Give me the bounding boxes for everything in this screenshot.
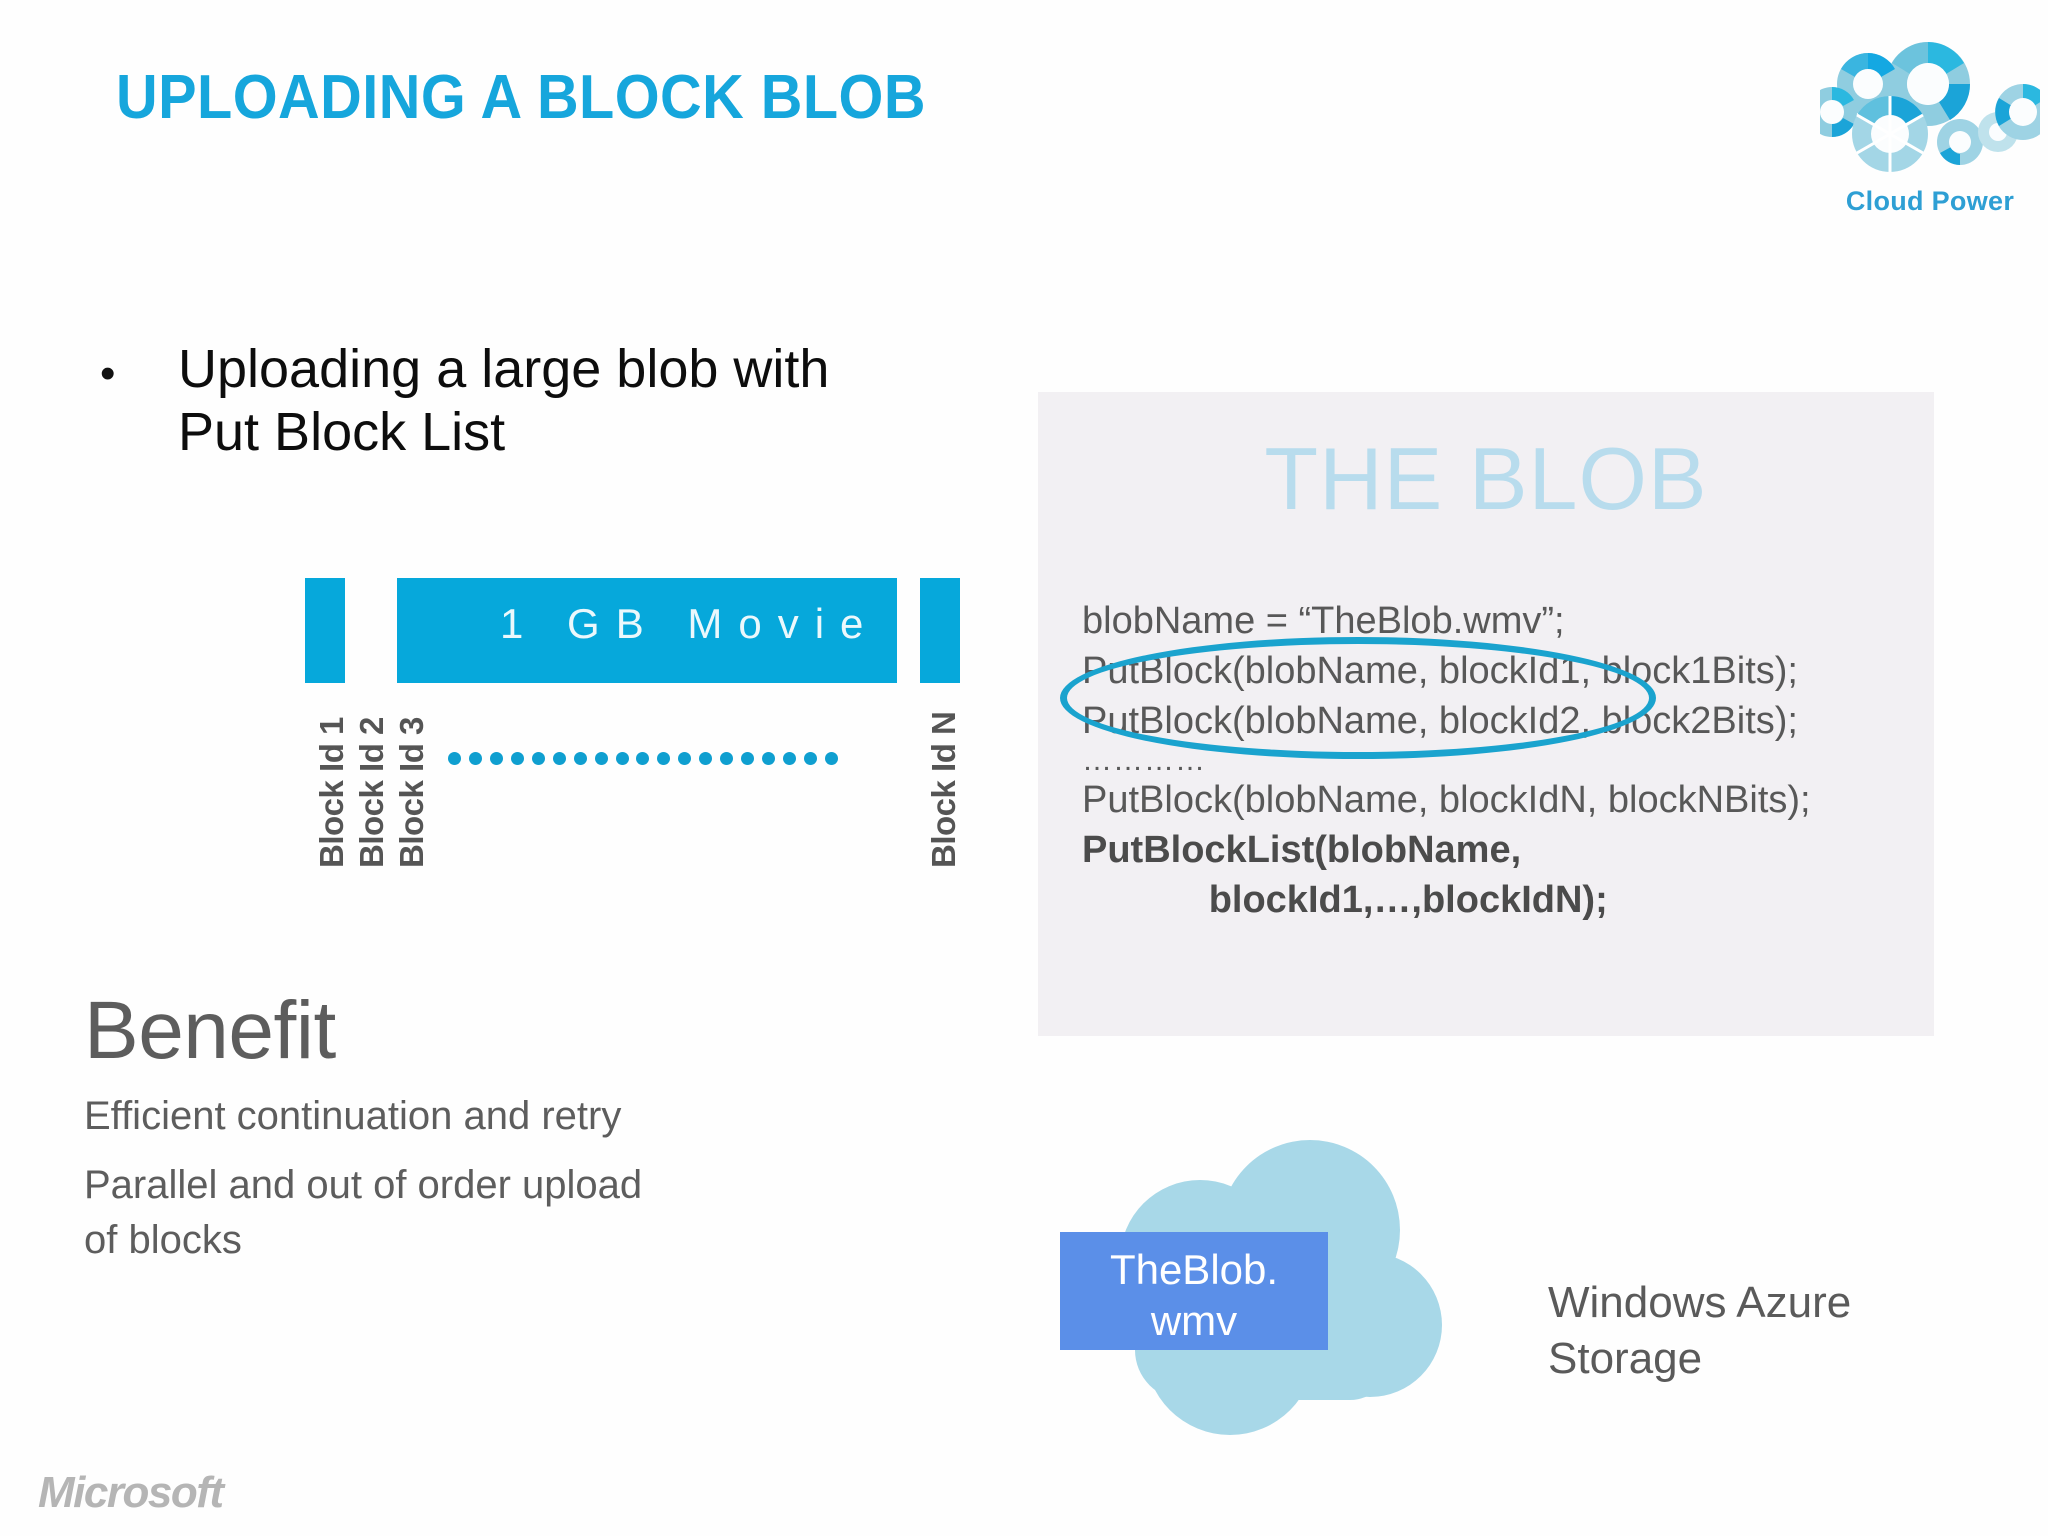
code-line: ………… — [1082, 744, 1206, 778]
code-listing: blobName = “TheBlob.wmv”; PutBlock(blobNa… — [1082, 597, 1912, 926]
connector-dot — [762, 751, 776, 765]
bullet-point: • Uploading a large blob with Put Block … — [100, 338, 1020, 464]
microsoft-wordmark: Microsoft — [38, 1468, 224, 1517]
connector-dot — [573, 751, 587, 765]
benefit-section: Benefit Efficient continuation and retry… — [84, 990, 904, 1266]
label-block-id-1: Block Id 1 — [313, 717, 350, 868]
blob-file-badge: TheBlob. wmv — [1060, 1232, 1328, 1350]
benefit-line-1: Efficient continuation and retry — [84, 1094, 622, 1138]
connector-dot — [678, 751, 692, 765]
connector-dot — [510, 751, 524, 765]
block-segment-n — [920, 578, 960, 683]
label-block-id-3: Block Id 3 — [393, 717, 430, 868]
block-bar-diagram: 1 GB Movie Block Id 1 Block Id 2 Block I… — [305, 578, 1025, 978]
connector-dot — [636, 751, 650, 765]
ellipsis-dotted-connector — [448, 751, 838, 765]
connector-dot — [803, 751, 817, 765]
connector-dot — [783, 751, 796, 765]
cloud-power-wordmark: Cloud Power — [1845, 186, 2015, 216]
code-line: PutBlock(blobName, blockId1, block1Bits)… — [1082, 649, 1798, 692]
label-block-id-2: Block Id 2 — [353, 717, 390, 868]
code-line: blobName = “TheBlob.wmv”; — [1082, 600, 1565, 642]
benefit-heading: Benefit — [84, 985, 336, 1076]
cloud-power-logo: Cloud Power — [1807, 22, 2048, 222]
code-line: PutBlock(blobName, blockId2, block2Bits)… — [1082, 699, 1798, 742]
benefit-line-2: Parallel and out of order upload — [84, 1162, 643, 1207]
code-line: PutBlockList(blobName, — [1082, 829, 1522, 872]
connector-dot — [824, 751, 838, 765]
connector-dot — [594, 751, 608, 765]
connector-dot — [657, 751, 671, 765]
bullet-line-2: Put Block List — [178, 402, 506, 463]
label-block-id-n: Block Id N — [925, 711, 962, 868]
code-panel: THE BLOB blobName = “TheBlob.wmv”; PutBlo… — [1038, 392, 1934, 1036]
connector-dot — [741, 751, 755, 765]
connector-dot — [531, 751, 545, 765]
connector-dot — [468, 751, 482, 765]
connector-dot — [552, 751, 566, 765]
block-segment-1 — [305, 578, 345, 683]
connector-dot — [699, 751, 713, 765]
block-segment-middle — [397, 578, 897, 683]
connector-dot — [720, 751, 734, 765]
benefit-line-3: of blocks — [84, 1217, 242, 1262]
azure-storage-line-1: Windows Azure — [1548, 1278, 1852, 1327]
azure-storage-line-2: Storage — [1548, 1334, 1703, 1384]
code-line: blockId1,…,blockIdN); — [1082, 878, 1608, 921]
the-blob-watermark: THE BLOB — [1264, 429, 1708, 528]
connector-dot — [615, 751, 629, 765]
code-line: PutBlock(blobName, blockIdN, blockNBits)… — [1082, 779, 1811, 822]
connector-dot — [489, 751, 503, 765]
bullet-line-1: Uploading a large blob with — [178, 339, 830, 399]
cloud-gears-icon — [1807, 42, 2048, 172]
connector-dot — [448, 751, 461, 765]
azure-storage-label: Windows Azure Storage — [1548, 1275, 1851, 1388]
blob-file-name-line-1: TheBlob. — [1109, 1246, 1279, 1293]
bar-overlay-label: 1 GB Movie — [500, 600, 880, 647]
bullet-marker-icon: • — [100, 349, 116, 398]
blob-file-name-line-2: wmv — [1150, 1297, 1238, 1345]
page-title: UPLOADING A BLOCK BLOB — [116, 63, 926, 132]
